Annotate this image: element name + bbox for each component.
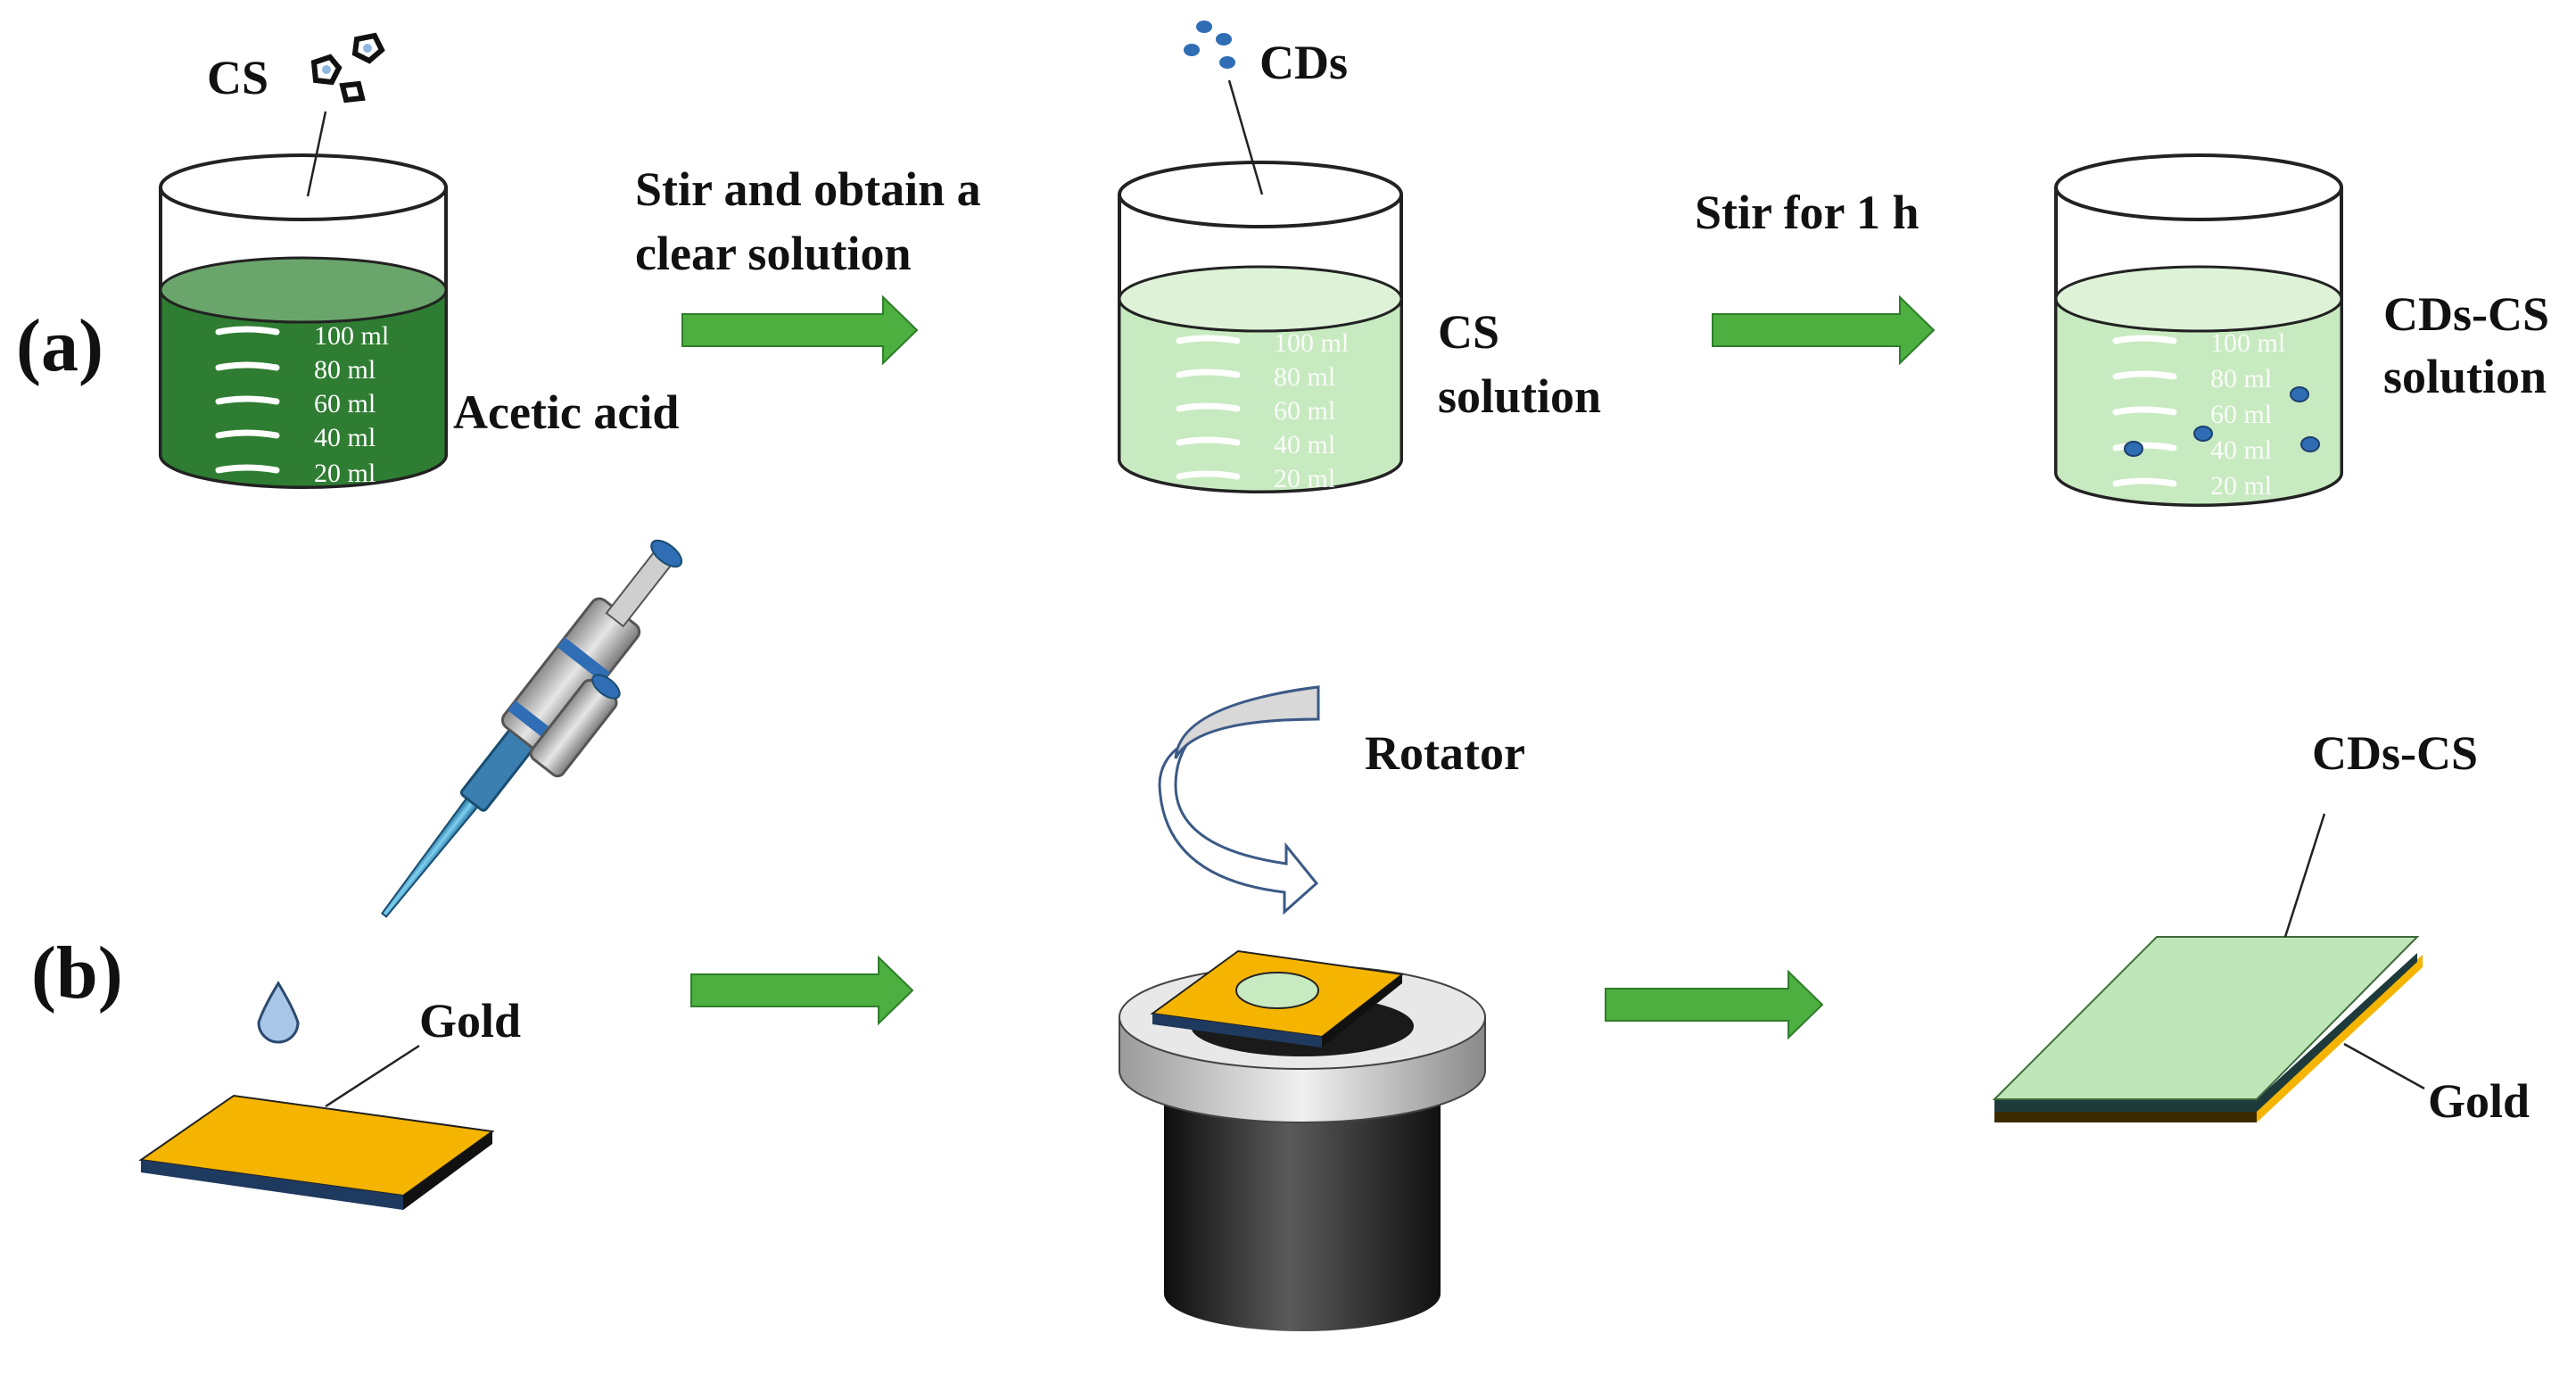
scale-80: 80 ml	[2210, 364, 2272, 393]
scale-20: 20 ml	[314, 459, 376, 488]
process-arrow-4	[1605, 969, 1824, 1040]
gold-label-2: Gold	[2428, 1074, 2530, 1128]
rotator-label: Rotator	[1365, 726, 1525, 780]
beaker-scale: 100 ml 80 ml 60 ml 40 ml 20 ml	[1176, 328, 1349, 493]
beaker-scale: 100 ml 80 ml 60 ml 40 ml 20 ml	[215, 321, 389, 488]
acetic-acid-label: Acetic acid	[453, 385, 679, 439]
step1-label-line1: Stir and obtain a	[635, 162, 981, 216]
beaker-acetic-acid: 100 ml 80 ml 60 ml 40 ml 20 ml	[159, 153, 448, 489]
scale-60: 60 ml	[314, 389, 376, 418]
scale-100: 100 ml	[2210, 328, 2285, 358]
scale-60: 60 ml	[2210, 400, 2272, 429]
cdscs-film-on-gold	[1992, 936, 2423, 1122]
scale-40: 40 ml	[314, 423, 376, 452]
beaker-scale: 100 ml 80 ml 60 ml 40 ml 20 ml	[2112, 328, 2285, 501]
droplet-icon	[257, 981, 300, 1044]
cdscs-solution-label-line1: CDs-CS	[2383, 287, 2549, 341]
step2-label: Stir for 1 h	[1695, 186, 1920, 239]
scale-20: 20 ml	[1274, 464, 1335, 493]
scale-80: 80 ml	[314, 355, 376, 385]
cs-solution-label-line1: CS	[1438, 305, 1499, 359]
gold-label: Gold	[419, 994, 521, 1048]
cds-leader-line	[1227, 79, 1264, 195]
scale-20: 20 ml	[2210, 471, 2272, 501]
scale-40: 40 ml	[1274, 430, 1335, 460]
process-arrow-2	[1712, 294, 1936, 366]
cs-crystals-icon	[310, 32, 385, 104]
panel-label-a: (a)	[16, 304, 103, 387]
gold-leader-line	[325, 1044, 420, 1108]
process-arrow-3	[690, 955, 914, 1026]
coated-substrate	[1150, 949, 1405, 1048]
beaker-cdscs-solution: 100 ml 80 ml 60 ml 40 ml 20 ml	[2054, 153, 2343, 507]
cds-particles-icon	[2124, 386, 2320, 457]
cdscs-solution-label-line2: solution	[2383, 350, 2547, 403]
gold-substrate	[138, 1094, 495, 1210]
film-leader-line	[2283, 813, 2326, 938]
beaker-cs-solution: 100 ml 80 ml 60 ml 40 ml 20 ml	[1118, 161, 1403, 493]
gold-leader-line-2	[2343, 1042, 2425, 1090]
spin-coater	[1119, 949, 1486, 1331]
process-arrow-1	[681, 294, 919, 366]
scale-60: 60 ml	[1274, 396, 1335, 426]
rotation-arrow-icon	[1158, 685, 1320, 915]
cdscs-film-label: CDs-CS	[2312, 726, 2478, 780]
cds-label: CDs	[1259, 36, 1348, 89]
cs-solution-label-line2: solution	[1438, 369, 1601, 423]
step1-label-line2: clear solution	[635, 227, 912, 280]
scale-100: 100 ml	[1274, 328, 1349, 358]
cs-leader-line	[306, 111, 327, 197]
panel-label-b: (b)	[31, 932, 123, 1014]
scale-80: 80 ml	[1274, 362, 1335, 392]
scale-40: 40 ml	[2210, 435, 2272, 465]
scale-100: 100 ml	[314, 321, 389, 351]
cds-dots-icon	[1184, 21, 1235, 69]
cs-label: CS	[207, 51, 268, 104]
pipette-icon	[380, 539, 683, 918]
